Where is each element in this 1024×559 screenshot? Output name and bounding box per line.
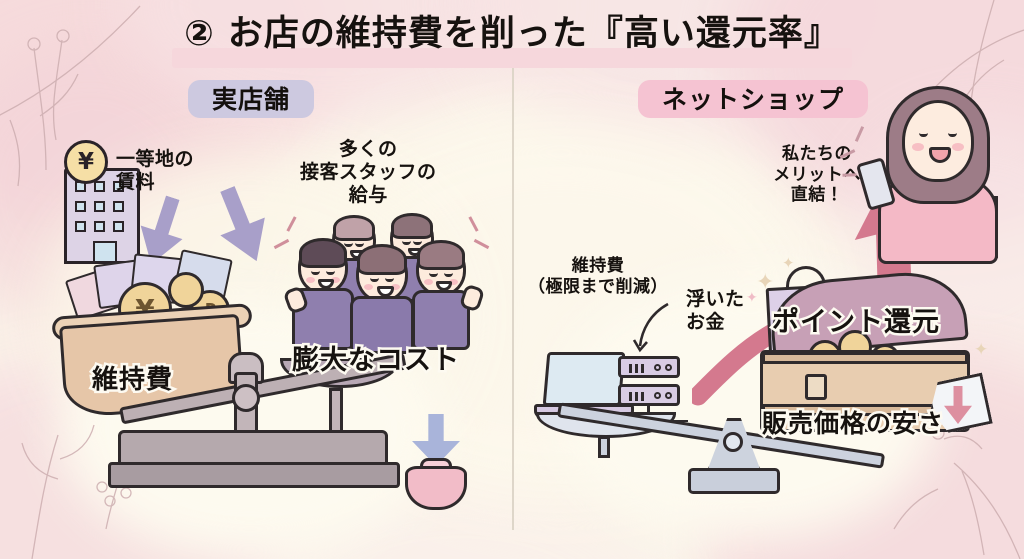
coin-purse-icon <box>405 466 467 510</box>
rent-note: 一等地の 賃料 <box>116 148 195 194</box>
section-badge-net-shop: ネットショップ <box>638 80 869 118</box>
botanical-decoration-left <box>0 5 141 187</box>
title-block: ② お店の維持費を削った『高い還元率』 <box>0 14 1024 68</box>
sparkle-icon: ✦ <box>746 290 758 306</box>
saved-money-note: 浮いた お金 <box>686 288 745 334</box>
staff-salary-note: 多くの 接客スタッフの 給与 <box>300 138 437 207</box>
sparkle-icon: ✦ <box>756 270 775 295</box>
upkeep-minimized-note: 維持費 （極限まで削減） <box>528 256 668 297</box>
section-badge-physical-store: 実店舗 <box>188 80 315 118</box>
pointer-curve <box>632 302 669 353</box>
building-icon <box>64 168 140 264</box>
point-reward-label: ポイント還元 <box>770 305 942 339</box>
sparkle-icon: ✦ <box>974 340 989 360</box>
low-price-label: 販売価格の安さ <box>759 408 945 440</box>
page-title: ② お店の維持費を削った『高い還元率』 <box>184 14 840 54</box>
huge-cost-label: 膨大なコスト <box>290 343 462 377</box>
benefit-direct-note: 私たちの メリットへ 直結！ <box>773 144 861 206</box>
sparkle-icon: ✦ <box>782 254 795 272</box>
botanical-decoration-bottom-left <box>21 424 132 559</box>
section-divider <box>512 68 514 530</box>
basket-label: 維持費 <box>89 363 174 396</box>
yen-coin-icon: ¥ <box>64 140 108 184</box>
